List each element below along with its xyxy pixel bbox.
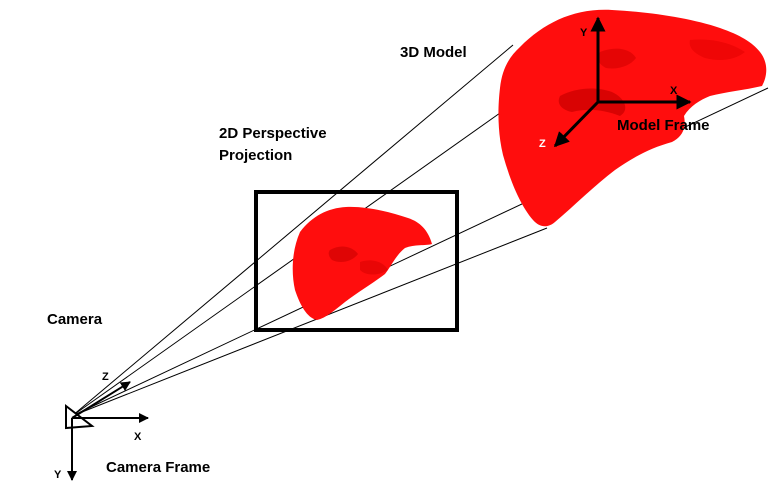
label-model-frame: Model Frame — [617, 117, 710, 134]
ray-2 — [71, 112, 501, 417]
camera-z-axis — [71, 381, 131, 419]
liver-3d-shadow-2 — [598, 48, 636, 69]
liver-3d-shadow-1 — [558, 88, 626, 116]
label-projection-line1: 2D Perspective — [219, 125, 327, 142]
liver-3d-shadow-3 — [689, 39, 745, 60]
label-projection-line2: Projection — [219, 147, 292, 164]
model-z-axis — [553, 100, 600, 148]
liver-3d-shape — [498, 9, 767, 227]
liver-2d-projection — [292, 206, 432, 320]
camera-y-label: Y — [54, 469, 62, 481]
label-camera: Camera — [47, 311, 103, 328]
liver-3d-model — [498, 9, 767, 227]
image-plane-frame — [254, 190, 459, 332]
model-z-label: Z — [539, 138, 546, 150]
ray-1 — [71, 44, 514, 417]
model-frame-axes — [553, 16, 692, 148]
camera-x-label: X — [134, 431, 142, 443]
model-y-label: Y — [580, 27, 588, 39]
camera-z-label: Z — [102, 371, 109, 383]
ray-3 — [71, 227, 548, 417]
label-camera-frame: Camera Frame — [106, 459, 210, 476]
liver-2d-shadow-2 — [360, 260, 388, 275]
camera-frame-axes — [67, 381, 149, 481]
label-3d-model: 3D Model — [400, 44, 467, 61]
liver-2d-shadow-1 — [328, 246, 358, 262]
model-x-label: X — [670, 85, 678, 97]
